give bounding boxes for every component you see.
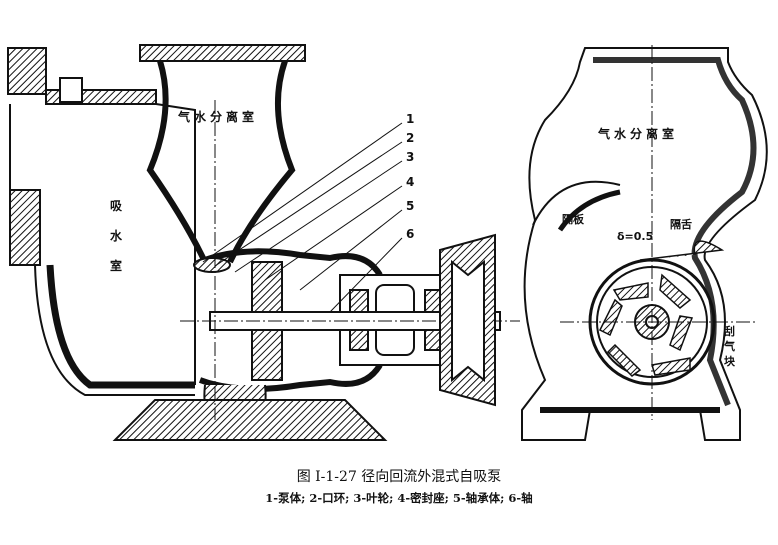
suction-label-3: 室 <box>110 258 122 273</box>
gap-label: δ=0.5 <box>617 230 653 243</box>
figure-caption-title: 图 I-1-27 径向回流外混式自吸泵 <box>296 469 502 485</box>
callout-5: 5 <box>406 199 414 213</box>
right-sectional-view <box>521 45 768 441</box>
pump-diagram: 气水分离室 吸 水 室 1 2 3 4 5 6 气水分离室 隔板 δ=0 <box>7 44 768 441</box>
callout-3: 3 <box>406 150 414 164</box>
callout-6: 6 <box>406 227 414 241</box>
callout-1: 1 <box>406 112 414 126</box>
inlet-flange-top <box>7 47 47 95</box>
outlet-flange <box>139 44 306 62</box>
suction-label-2: 水 <box>110 228 123 243</box>
callout-2: 2 <box>406 131 414 145</box>
scraper-label-1: 刮 <box>724 324 735 338</box>
right-separator-label: 气水分离室 <box>597 126 678 141</box>
left-separator-label: 气水分离室 <box>177 109 258 124</box>
figure-caption-parts: 1-泵体; 2-口环; 3-叶轮; 4-密封座; 5-轴承体; 6-轴 <box>265 491 533 505</box>
suction-label-1: 吸 <box>110 199 123 213</box>
callout-4: 4 <box>406 175 414 189</box>
baffle-label: 隔板 <box>562 212 585 226</box>
scraper-label-2: 气 <box>723 339 735 353</box>
left-sectional-view <box>7 44 520 441</box>
tongue-label: 隔舌 <box>670 217 692 231</box>
base <box>112 399 388 441</box>
scraper-label-3: 块 <box>724 354 736 368</box>
